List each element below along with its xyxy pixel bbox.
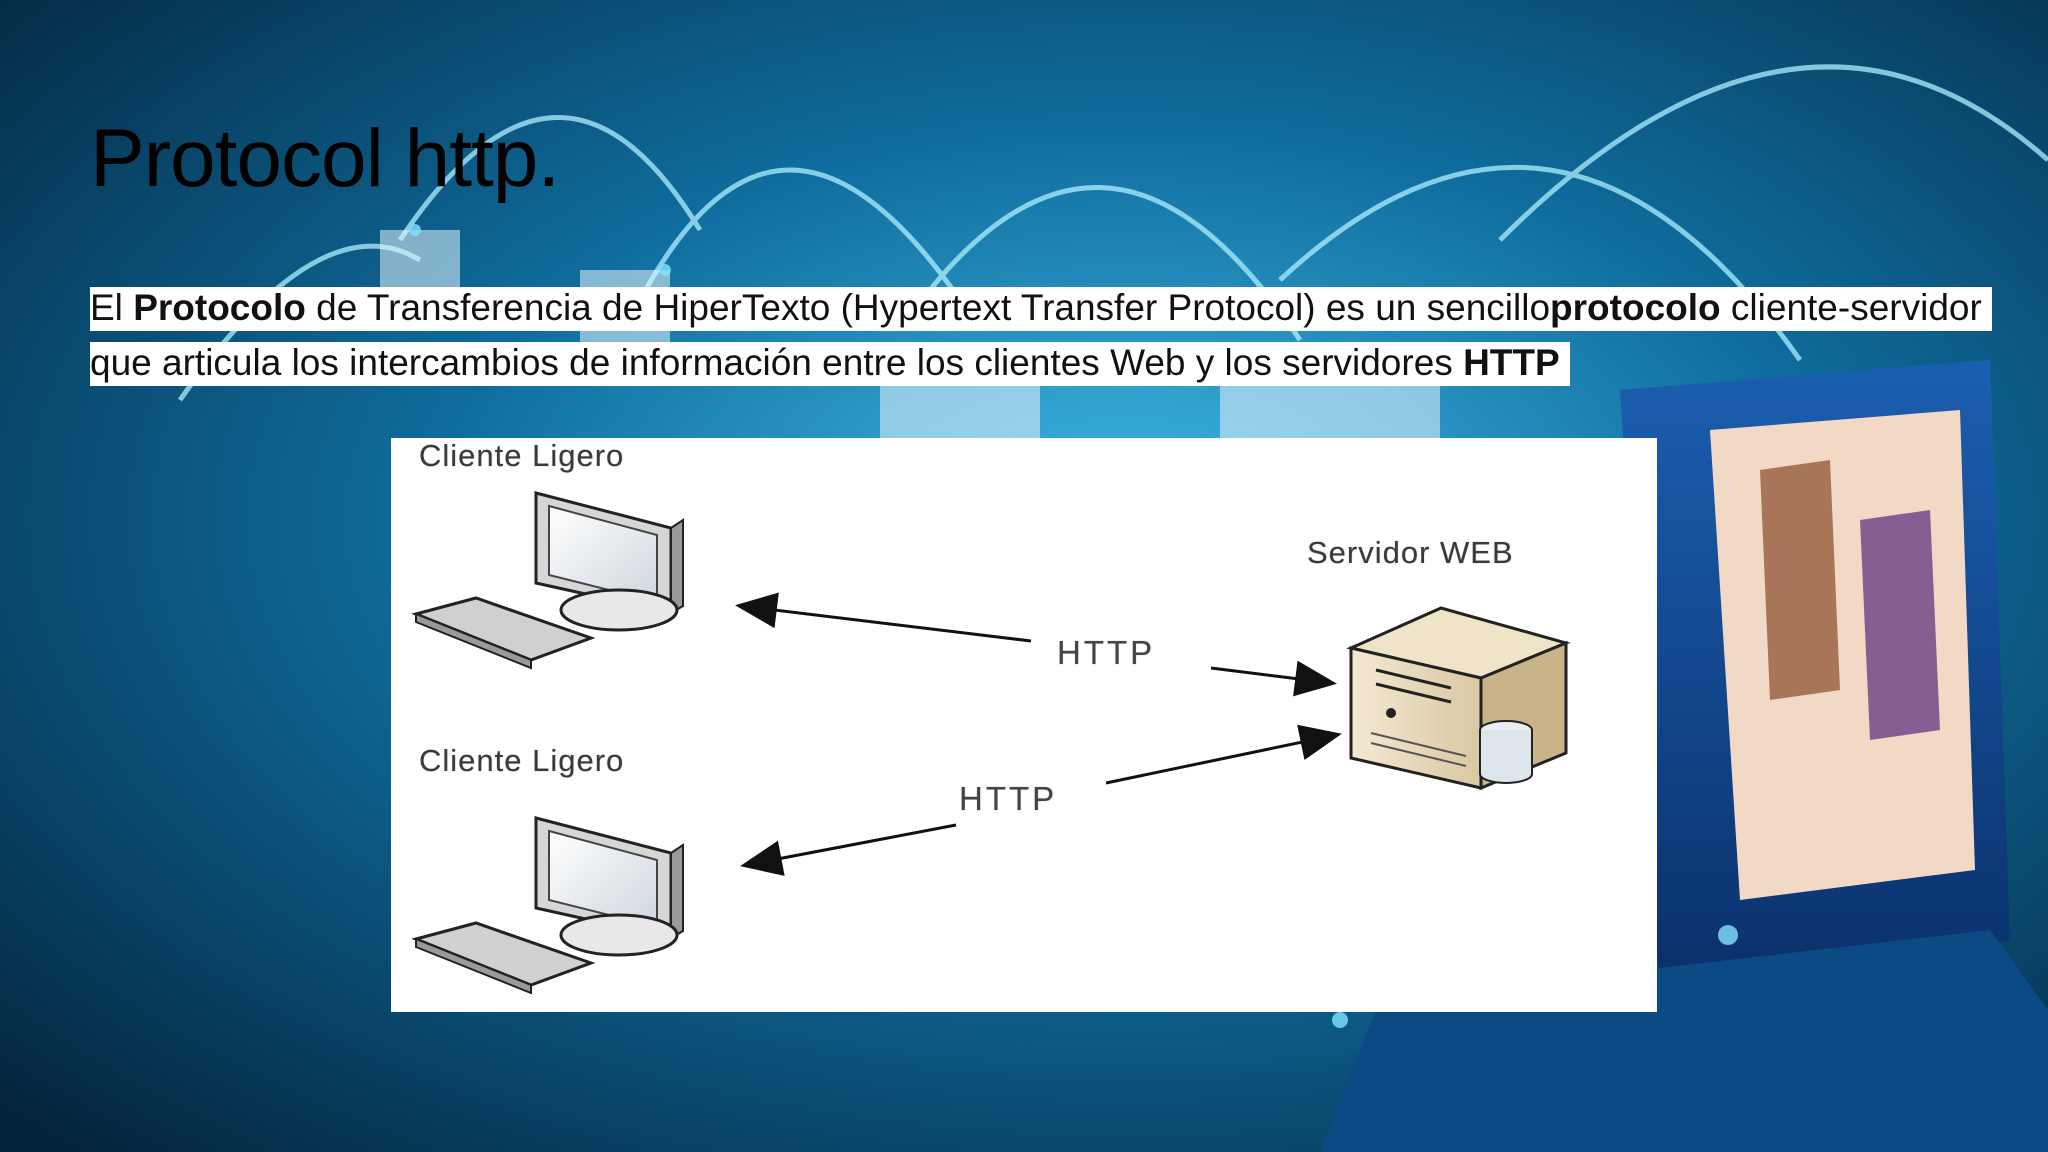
http-label-top: HTTP <box>1057 634 1155 672</box>
slide-paragraph: El Protocolo de Transferencia de HiperTe… <box>90 280 2010 390</box>
paragraph-text-1: El <box>90 287 133 328</box>
server-label: Servidor WEB <box>1307 535 1514 571</box>
paragraph-bold-protocolo-2: protocolo <box>1550 287 1721 328</box>
paragraph-text-2: de Transferencia de HiperTexto (Hypertex… <box>306 287 1550 328</box>
http-arrow-to-client-bottom <box>746 825 956 865</box>
client-server-diagram: Cliente Ligero Cliente Ligero Servidor W… <box>391 438 1657 1012</box>
http-arrow-to-server-top <box>1211 668 1331 683</box>
web-server-icon <box>1351 608 1566 788</box>
http-label-bottom: HTTP <box>959 780 1057 818</box>
client-top-label: Cliente Ligero <box>419 438 624 474</box>
client-computer-top-icon <box>416 493 683 668</box>
paragraph-highlight: El Protocolo de Transferencia de HiperTe… <box>90 287 1992 386</box>
paragraph-bold-protocolo: Protocolo <box>133 287 306 328</box>
paragraph-bold-http: HTTP <box>1463 342 1560 383</box>
client-computer-bottom-icon <box>416 818 683 993</box>
slide-title: Protocol http. <box>90 118 559 200</box>
http-arrow-to-server-bottom <box>1106 735 1336 783</box>
diagram-graphics <box>391 438 1657 1012</box>
http-arrow-to-client-top <box>741 606 1031 641</box>
client-bottom-label: Cliente Ligero <box>419 743 624 779</box>
